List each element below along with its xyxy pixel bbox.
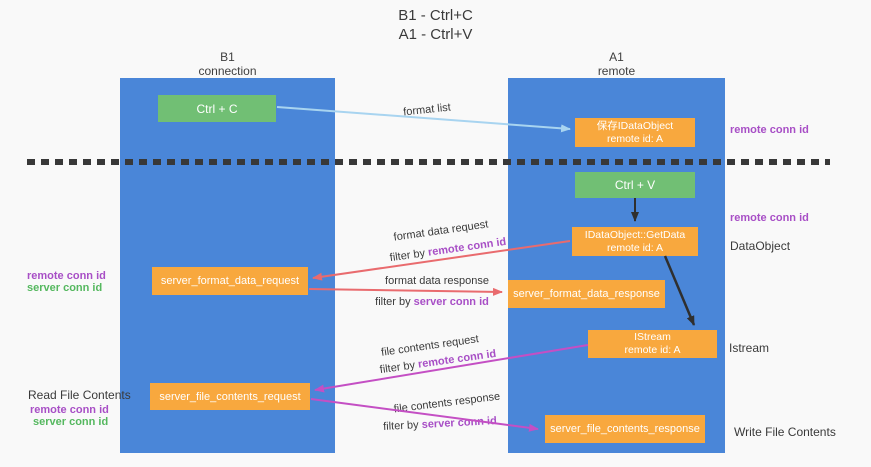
- filter-key-server-conn-id: server conn id: [421, 415, 498, 431]
- diagram-title: B1 - Ctrl+C A1 - Ctrl+V: [0, 6, 871, 44]
- file-response-label: server_file_contents_response: [550, 423, 700, 435]
- istream-line2: remote id: A: [624, 344, 681, 356]
- filter-by-text: filter by: [382, 418, 422, 433]
- ctrl-c-box: Ctrl + C: [158, 95, 276, 122]
- file-contents-response-filter-label: filter by server conn id: [383, 415, 497, 433]
- server-format-data-request-box: server_format_data_request: [152, 267, 308, 295]
- filter-by-text: filter by: [389, 246, 429, 265]
- istream-side-label: Istream: [729, 341, 770, 355]
- remote-conn-id-label-mid: remote conn id: [730, 212, 809, 224]
- format-response-label: server_format_data_response: [513, 288, 660, 300]
- istream-box: IStream remote id: A: [588, 330, 717, 358]
- format-list-arrow-label: format list: [402, 101, 452, 119]
- getdata-line2: remote id: A: [606, 241, 664, 254]
- file-request-label: server_file_contents_request: [159, 390, 301, 403]
- filter-key-remote-conn-id: remote conn id: [427, 235, 507, 259]
- filter-by-text: filter by: [379, 358, 419, 377]
- istream-line1: IStream: [634, 331, 671, 343]
- filter-key-server-conn-id: server conn id: [413, 296, 489, 308]
- server-file-contents-request-box: server_file_contents_request: [150, 383, 310, 410]
- title-line-2: A1 - Ctrl+V: [398, 26, 473, 43]
- column-header-b1: B1 connection: [120, 50, 335, 78]
- server-file-contents-response-box: server_file_contents_response: [545, 415, 705, 443]
- read-file-contents-label: Read File Contents: [28, 388, 131, 402]
- title-line-1: B1 - Ctrl+C: [398, 7, 473, 24]
- format-request-label: server_format_data_request: [160, 275, 300, 287]
- save-dataobject-box: 保存IDataObject remote id: A: [575, 118, 695, 147]
- file-contents-response-arrow-label: file contents response: [393, 390, 501, 416]
- write-file-contents-label: Write File Contents: [734, 425, 836, 439]
- idataobject-getdata-box: IDataObject::GetData remote id: A: [572, 227, 698, 256]
- b1-remote-conn-id-label: remote conn id: [27, 270, 106, 282]
- server-format-data-response-box: server_format_data_response: [508, 280, 665, 308]
- ctrl-c-label: Ctrl + C: [196, 101, 238, 116]
- column-header-a1: A1 remote: [508, 50, 725, 78]
- format-data-response-arrow: [308, 287, 503, 296]
- format-data-response-arrow-label: format data response: [385, 275, 489, 287]
- b1-server-conn-id-label: server conn id: [27, 282, 103, 294]
- filter-by-text: filter by: [375, 296, 414, 308]
- save-dataobject-line1: 保存IDataObject: [596, 119, 674, 132]
- column-b1-name: B1: [220, 50, 235, 64]
- b1-remote-conn-id-label-2: remote conn id: [30, 404, 109, 416]
- ctrl-v-label: Ctrl + V: [614, 178, 656, 192]
- b1-server-conn-id-label-2: server conn id: [33, 416, 109, 428]
- save-dataobject-line2: remote id: A: [606, 132, 664, 145]
- ctrl-v-box: Ctrl + V: [575, 172, 695, 198]
- column-a1-name: A1: [609, 50, 624, 64]
- column-a1-subtitle: remote: [597, 64, 636, 78]
- remote-conn-id-label-top: remote conn id: [730, 124, 809, 136]
- dataobject-label: DataObject: [730, 239, 791, 253]
- getdata-line1: IDataObject::GetData: [584, 228, 686, 241]
- format-data-response-filter-label: filter by server conn id: [375, 296, 489, 308]
- column-b1-subtitle: connection: [198, 64, 257, 78]
